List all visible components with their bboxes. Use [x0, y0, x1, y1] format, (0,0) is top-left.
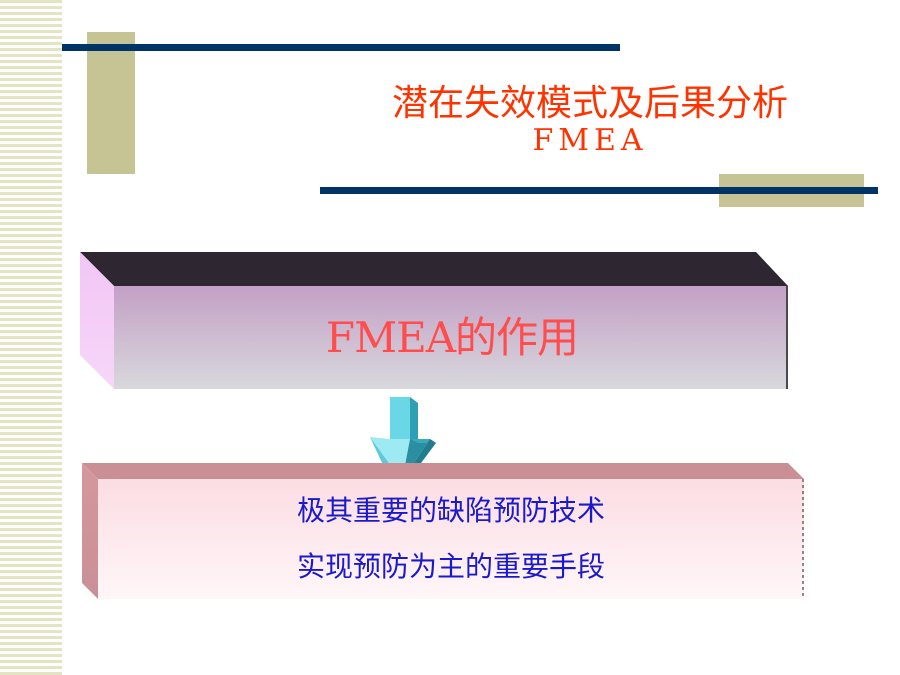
secondary-box: 极其重要的缺陷预防技术 实现预防为主的重要手段: [82, 463, 806, 603]
secondary-box-text: 极其重要的缺陷预防技术 实现预防为主的重要手段: [98, 483, 804, 599]
olive-block-left: [87, 32, 135, 174]
primary-box: FMEA的作用: [80, 252, 790, 392]
left-stripe-band: [0, 0, 62, 675]
slide-title-line1: 潜在失效模式及后果分析: [391, 83, 788, 124]
navy-line-bottom: [320, 187, 878, 194]
slide-title-line2: FMEA: [532, 123, 648, 159]
slide-title: 潜在失效模式及后果分析 FMEA: [340, 82, 840, 159]
secondary-box-shape: [82, 463, 804, 599]
primary-box-label: FMEA的作用: [325, 313, 579, 362]
secondary-line-2: 实现预防为主的重要手段: [296, 550, 605, 583]
navy-line-top: [62, 44, 620, 51]
primary-box-shape: [80, 252, 788, 389]
secondary-line-1: 极其重要的缺陷预防技术: [296, 494, 605, 527]
